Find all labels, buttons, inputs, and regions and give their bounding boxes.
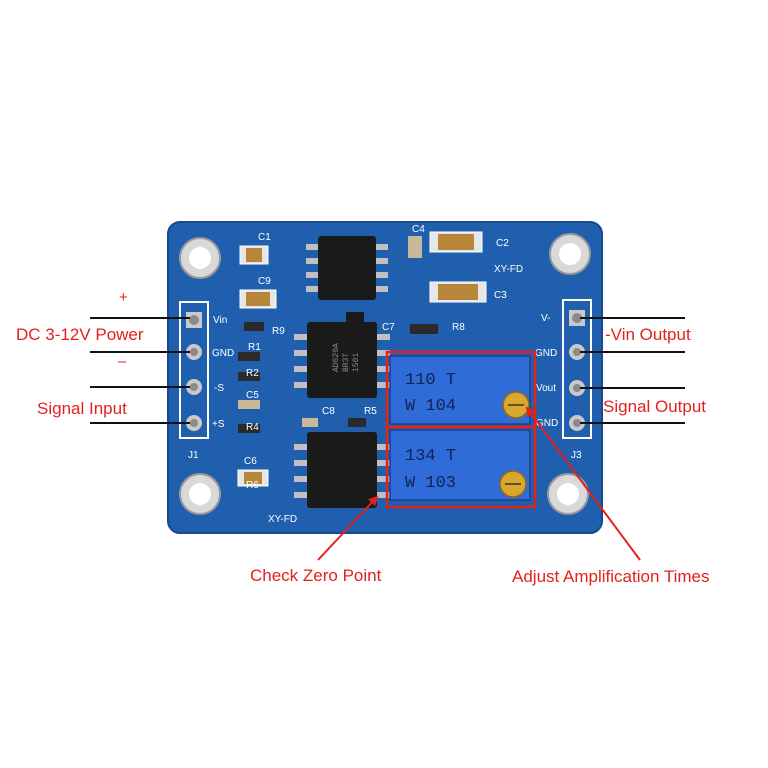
svg-text:1501: 1501 [352,353,361,372]
svg-text:XY-FD: XY-FD [268,514,297,525]
svg-text:R9: R9 [272,326,285,337]
svg-text:R2: R2 [246,368,259,379]
svg-text:Vin: Vin [213,315,227,326]
svg-text:W 103: W 103 [405,474,456,493]
potentiometer-1[interactable]: 110 T W 104 [389,355,531,425]
mounting-holes [179,233,591,515]
svg-text:XY-FD: XY-FD [494,264,523,275]
svg-text:C4: C4 [412,224,425,235]
svg-text:C8: C8 [322,406,335,417]
svg-text:AD620A: AD620A [332,343,341,372]
chip-marking: AD620A BR3T 1501 [332,343,361,372]
svg-text:BR3T: BR3T [342,353,351,372]
adjust-amp-label: Adjust Amplification Times [512,567,710,586]
svg-text:V-: V- [541,313,550,324]
signal-input-label: Signal Input [37,399,127,418]
power-label: DC 3-12V Power [16,325,144,344]
power-plus-label: + [119,289,128,306]
svg-text:C3: C3 [494,290,507,301]
svg-text:-S: -S [214,383,224,394]
svg-text:C7: C7 [382,322,395,333]
svg-text:GND: GND [212,348,234,359]
svg-text:R6: R6 [246,480,259,491]
potentiometer-2[interactable]: 134 T W 103 [389,429,531,501]
svg-text:R1: R1 [248,342,261,353]
annotation-arrows [317,406,641,561]
svg-text:+S: +S [212,419,225,430]
svg-text:110 T: 110 T [405,371,456,390]
svg-text:C1: C1 [258,232,271,243]
svg-text:W 104: W 104 [405,397,456,416]
chip-pins [294,244,390,498]
silkscreen: Vin GND -S +S V- GND Vout GND J1 J3 XY-F… [188,224,582,525]
check-zero-label: Check Zero Point [250,566,382,585]
chips [307,236,377,508]
svg-text:R4: R4 [246,422,259,433]
vin-output-label: -Vin Output [605,325,691,344]
power-minus-label: – [118,353,127,370]
svg-text:R8: R8 [452,322,465,333]
svg-text:J3: J3 [571,450,582,461]
svg-text:GND: GND [536,418,558,429]
svg-text:J1: J1 [188,450,199,461]
svg-text:C2: C2 [496,238,509,249]
connector-j1 [179,301,209,439]
svg-text:C9: C9 [258,276,271,287]
signal-output-label: Signal Output [603,397,707,416]
svg-text:GND: GND [535,348,557,359]
svg-text:Vout: Vout [536,383,556,394]
svg-text:R5: R5 [364,406,377,417]
highlight-boxes [385,350,537,509]
connector-j3 [562,299,592,439]
svg-text:C6: C6 [244,456,257,467]
svg-text:C5: C5 [246,390,259,401]
svg-text:134 T: 134 T [405,447,456,466]
pcb-board [167,221,603,534]
wires [90,317,685,424]
smd-components [237,231,487,487]
